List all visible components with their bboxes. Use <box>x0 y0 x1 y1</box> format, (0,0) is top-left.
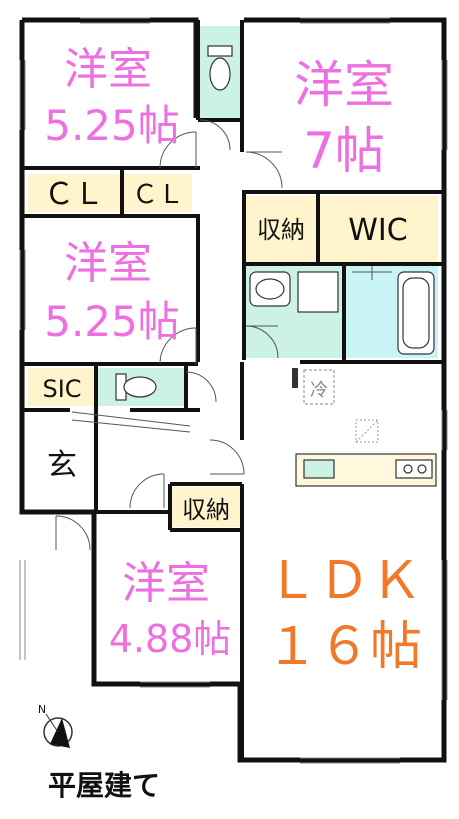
fridge-label: 冷 <box>310 380 328 401</box>
sic-label: SIC <box>42 375 81 403</box>
room-nw-name: 洋室 <box>64 44 152 95</box>
fridge-space <box>303 369 335 405</box>
cl1-label: ＣＬ <box>44 177 104 212</box>
ldk-name: ＬＤＫ <box>266 551 422 611</box>
room-ne-size: 7帖 <box>303 122 385 180</box>
room-w-name: 洋室 <box>64 238 152 289</box>
shower-icon <box>352 266 392 280</box>
room-ne-name: 洋室 <box>294 56 394 114</box>
interior-walls <box>22 20 444 760</box>
bathtub-icon <box>397 271 435 355</box>
vent-icon <box>355 419 379 443</box>
toilet-2-icon <box>115 373 157 401</box>
shuno1-fill <box>246 196 316 262</box>
room-s-name: 洋室 <box>122 558 210 609</box>
ldk-size: １６帖 <box>266 617 422 677</box>
cl1-fill <box>28 174 120 212</box>
shuno2-label: 収納 <box>182 496 230 524</box>
shuno1-label: 収納 <box>257 216 305 244</box>
wic-fill <box>320 196 438 262</box>
room-w-size: 5.25帖 <box>44 297 180 346</box>
room-nw-size: 5.25帖 <box>44 101 180 150</box>
cl2-label: ＣＬ <box>132 180 184 210</box>
doors <box>55 119 283 551</box>
toilet-1-icon <box>207 45 233 91</box>
washer-icon <box>297 271 339 313</box>
compass-n-label: N <box>38 703 46 716</box>
caption: 平屋建て <box>48 769 160 802</box>
cl2-fill <box>124 174 192 212</box>
shuno2-fill <box>172 487 240 527</box>
compass-icon <box>43 713 73 748</box>
washbasin-icon <box>249 271 291 307</box>
entrance-label: 玄 <box>47 448 77 483</box>
windows <box>19 17 448 764</box>
fridge-marker <box>292 368 298 388</box>
kitchen-counter <box>295 453 437 487</box>
room-s-size: 4.88帖 <box>109 617 232 661</box>
wic-label: WIC <box>348 213 407 248</box>
sic-fill <box>28 368 98 406</box>
